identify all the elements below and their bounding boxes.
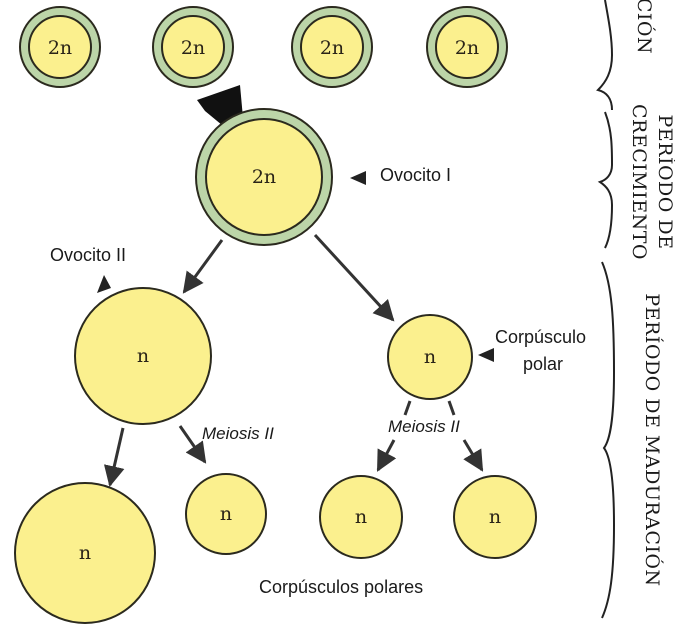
oocyte-2-pointer (97, 275, 111, 293)
polar-bodies-caption: Corpúsculos polares (259, 577, 423, 597)
meiosis-arrow-polar-left (178, 425, 207, 464)
oocyte-2-ploidy: n (137, 345, 149, 367)
polar-body-product: n (319, 475, 403, 559)
oogonium-ploidy: 2n (320, 37, 344, 59)
meiosis-tick-left (403, 400, 412, 416)
brace-growth (597, 111, 614, 249)
polar-body-cell: n (387, 314, 473, 400)
product-ploidy: n (489, 506, 501, 528)
oocyte-1-pointer (350, 171, 366, 185)
oocyte-1-label: Ovocito I (380, 165, 451, 185)
meiosis-arrow-polar-2 (462, 439, 484, 472)
ovum-ploidy: n (79, 542, 91, 564)
meiosis-label-left: Meiosis II (202, 424, 274, 443)
meiosis-arrow-ovum (103, 427, 125, 488)
division-arrow-left (182, 239, 224, 294)
oocyte-1-cell: 2n (195, 108, 333, 246)
oogonium-cell: 2n (291, 6, 373, 88)
oogonium-ploidy: 2n (181, 37, 205, 59)
meiosis-tick-right (447, 400, 456, 416)
product-ploidy: n (355, 506, 367, 528)
polar-body-ploidy: n (424, 346, 436, 368)
polar-body-pointer (478, 348, 494, 362)
ovum-cell: n (14, 482, 156, 624)
polar-body-product: n (185, 473, 267, 555)
meiosis-label-right: Meiosis II (388, 417, 460, 436)
brace-multiplication (596, 0, 614, 111)
meiosis-arrow-polar-1 (376, 439, 397, 472)
side-label-maturation: PERÍODO DE MADURACIÓN (641, 293, 664, 586)
division-arrow-right (313, 233, 395, 322)
oocyte-2-cell: n (74, 287, 212, 425)
oogonium-cell: 2n (19, 6, 101, 88)
oogonium-cell: 2n (426, 6, 508, 88)
oogonium-cell: 2n (152, 6, 234, 88)
polar-body-label-line2: polar (523, 354, 563, 374)
oocyte-1-ploidy: 2n (252, 166, 276, 188)
oogonium-ploidy: 2n (455, 37, 479, 59)
oocyte-2-label: Ovocito II (50, 245, 126, 265)
side-label-growth-line2: CRECIMIENTO (628, 104, 650, 260)
side-label-multiplication: CIÓN (633, 0, 656, 54)
side-label-growth-line1: PERÍODO DE (654, 115, 675, 250)
product-ploidy: n (220, 503, 232, 525)
brace-maturation (601, 261, 616, 619)
oogonia-row: 2n 2n 2n 2n (19, 6, 508, 88)
oogonium-ploidy: 2n (48, 37, 72, 59)
polar-body-label-line1: Corpúsculo (495, 327, 586, 347)
polar-body-product: n (453, 475, 537, 559)
